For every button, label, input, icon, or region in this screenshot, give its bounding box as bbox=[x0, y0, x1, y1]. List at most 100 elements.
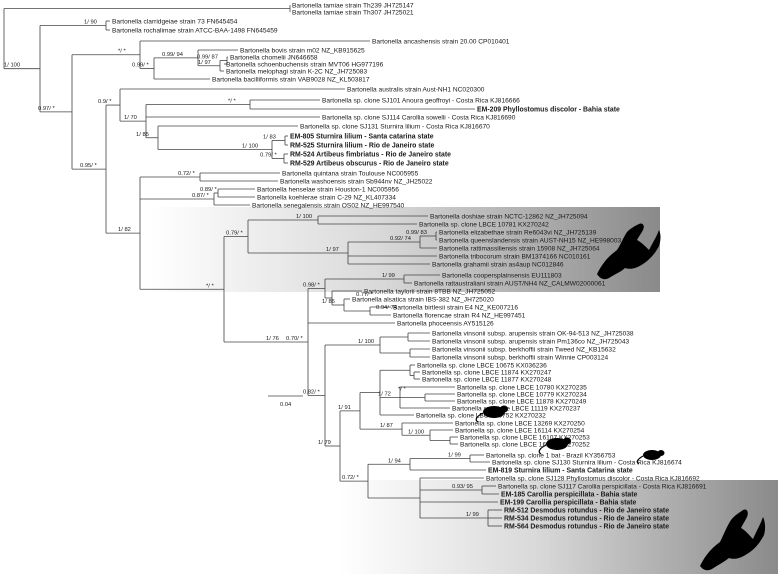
taxon-label: RM-512 Desmodus rotundus - Rio de Janeir… bbox=[504, 507, 669, 514]
support-value: 1/ 94 bbox=[388, 458, 402, 464]
taxon-label: Bartonella sp. clone LBCE 10781 KX270242 bbox=[419, 221, 549, 228]
taxon-label: Bartonella elizabethae strain Re6043vi N… bbox=[439, 229, 597, 236]
taxon-label: Bartonella coopersplainsensis EU111803 bbox=[442, 272, 562, 279]
taxon-label: Bartonella tamiae strain Th307 JH725021 bbox=[292, 9, 414, 16]
support-value: 1/ 82 bbox=[118, 227, 131, 233]
support-value: 0.97/ * bbox=[38, 106, 56, 112]
taxon-label: Bartonella sp. clone SJ117 Carollia pers… bbox=[498, 483, 707, 490]
support-value: 0.70/ * bbox=[286, 336, 304, 342]
support-value: 0.93/ 95 bbox=[452, 484, 473, 490]
taxon-label: Bartonella alsatica strain IBS-382 NZ_JH… bbox=[352, 296, 494, 303]
support-value: 1/ 100 bbox=[296, 214, 312, 220]
taxon-label: Bartonella tribocorum strain BM1374166 N… bbox=[439, 253, 591, 260]
taxon-label: Bartonella sp. clone LBCE 11874 KX270247 bbox=[422, 369, 552, 376]
taxon-label: Bartonella florencae strain R4 NZ_HE9974… bbox=[393, 312, 526, 319]
taxon-label: Bartonella sp. clone 1 bat - Brazil KY35… bbox=[486, 452, 616, 459]
taxon-label: Bartonella vinsonii subsp. arupensis str… bbox=[432, 338, 630, 345]
taxon-label: EM-805 Sturnira lilium - Santa catarina … bbox=[290, 133, 434, 140]
bat-icon bbox=[597, 223, 661, 280]
support-value: 1/ 100 bbox=[408, 429, 424, 435]
support-value: */ * bbox=[398, 387, 406, 393]
taxon-label: Bartonella sp. clone SJ101 Anoura geoffr… bbox=[322, 97, 520, 104]
tree-labels: Bartonella tamiae strain Th239 JH725147B… bbox=[112, 2, 707, 530]
support-value: 1/ 100 bbox=[242, 144, 258, 150]
rodent-icon bbox=[636, 450, 665, 465]
taxon-label: Bartonella taylorii strain 8TBB NZ_JH725… bbox=[364, 288, 496, 295]
taxon-label: Bartonella senegalensis strain OS02 NZ_H… bbox=[252, 202, 404, 209]
rodent-icon bbox=[475, 405, 508, 423]
taxon-label: Bartonella bacilliformis strain VAB9028 … bbox=[212, 76, 370, 83]
support-value: 1/ 90 bbox=[84, 20, 97, 26]
taxon-label: Bartonella sp. clone LBCE 13269 KX270250 bbox=[455, 420, 585, 427]
taxon-label: Bartonella washoensis strain Sb944nv NZ_… bbox=[280, 178, 433, 185]
taxon-label: Bartonella sp. clone LBCE 11877 KX270248 bbox=[422, 376, 552, 383]
taxon-label: Bartonella vinsonii subsp. berkhoffii st… bbox=[432, 346, 616, 353]
support-value: 1/ 99 bbox=[466, 512, 479, 518]
support-value: 0.72/ * bbox=[178, 171, 196, 177]
taxon-label: Bartonella vinsonii subsp. berkhoffii st… bbox=[432, 354, 609, 361]
support-value: 0.92/ 74 bbox=[390, 236, 412, 242]
taxon-label: Bartonella schoenbuchensis strain MVT06 … bbox=[226, 61, 384, 68]
taxon-label: Bartonella henselae strain Houston-1 NC0… bbox=[257, 186, 399, 193]
taxon-label: Bartonella clarridgeiae strain 73 FN6454… bbox=[112, 18, 238, 25]
taxon-label: Bartonella sp. clone LBCE 11119 KX270237 bbox=[452, 405, 581, 412]
taxon-label: EM-819 Sturnira lilium - Santa Catarina … bbox=[488, 467, 633, 474]
taxon-label: EM-209 Phyllostomus discolor - Bahia sta… bbox=[477, 106, 620, 113]
tree-branches bbox=[3, 5, 502, 527]
support-value: 1/ 76 bbox=[266, 336, 279, 342]
support-value: 1/ 97 bbox=[198, 60, 211, 66]
taxon-label: Bartonella vinsonii subsp. arupensis str… bbox=[432, 330, 634, 337]
taxon-label: RM-524 Artibeus fimbriatus - Rio de Jane… bbox=[290, 151, 451, 158]
taxon-label: Bartonella sp. clone SJ131 Sturnira lili… bbox=[300, 123, 490, 130]
support-value: 1/ 99 bbox=[382, 273, 395, 279]
taxon-label: Bartonella koehlerae strain C-29 NZ_KL40… bbox=[257, 194, 396, 201]
support-value: 0.99/ 94 bbox=[162, 52, 184, 58]
bat-icon bbox=[700, 509, 766, 571]
taxon-label: Bartonella sp. clone SJ114 Carollia sowe… bbox=[322, 114, 516, 121]
taxon-label: Bartonella tamiae strain Th239 JH725147 bbox=[292, 2, 414, 9]
support-value: 1/ 99 bbox=[448, 453, 461, 459]
taxon-label: Bartonella sp. clone LBCE 10780 KX270235 bbox=[457, 384, 587, 391]
taxon-label: Bartonella bovis strain m02 NZ_KB915625 bbox=[240, 47, 365, 54]
support-value: 0.94/ 74 bbox=[376, 305, 398, 311]
taxon-label: Bartonella rattaustraliani strain AUST/N… bbox=[414, 280, 606, 287]
rodent-icon bbox=[538, 437, 571, 455]
support-value: 0.99/ 87 bbox=[197, 55, 218, 61]
taxon-label: Bartonella australis strain Aust-NH1 NC0… bbox=[347, 86, 485, 93]
taxon-label: RM-529 Artibeus obscurus - Rio de Janeir… bbox=[290, 160, 449, 167]
taxon-label: Bartonella sp. clone LBCE 10779 KX270234 bbox=[457, 391, 587, 398]
taxon-label: Bartonella quintana strain Toulouse NC00… bbox=[282, 170, 419, 177]
support-value: 0.9/ * bbox=[98, 99, 112, 105]
support-value: 1/ 97 bbox=[326, 247, 339, 253]
taxon-label: RM-534 Desmodus rotundus - Rio de Janeir… bbox=[504, 515, 669, 522]
taxon-label: Bartonella grahamii strain as4aup NC0128… bbox=[432, 261, 564, 268]
taxon-label: Bartonella phoceensis AY515126 bbox=[397, 320, 494, 327]
taxon-label: Bartonella queenslandensis strain AUST-N… bbox=[439, 237, 621, 244]
support-values: 1/ 900.99/ 871/ 970.99/ 940.99/ **/ **/ … bbox=[4, 20, 479, 519]
support-value: 0.82/ * bbox=[303, 390, 321, 396]
taxon-label: Bartonella sp. clone SJ128 Phyllostomus … bbox=[486, 475, 700, 482]
support-value: 1/ 85 bbox=[136, 132, 149, 138]
support-value: */ * bbox=[206, 283, 214, 289]
support-value: */ * bbox=[228, 99, 236, 105]
taxon-label: Bartonella sp. clone LBCE 16102 KX270252 bbox=[460, 441, 590, 448]
support-value: 0.77/ * bbox=[356, 292, 374, 298]
support-value: 0.98/ * bbox=[303, 283, 321, 289]
support-value: 1/ 85 bbox=[322, 299, 335, 305]
taxon-label: Bartonella sp. clone LBCE 16107 KX270253 bbox=[460, 434, 590, 441]
support-value: 1/ 100 bbox=[4, 63, 20, 69]
support-value: 0.79/ * bbox=[260, 153, 278, 159]
taxon-label: RM-525 Sturnira lilium - Rio de Janeiro … bbox=[290, 142, 435, 149]
support-value: 1/ 91 bbox=[338, 405, 351, 411]
taxon-label: Bartonella sp. clone LBCE 10752 KX270232 bbox=[416, 412, 546, 419]
support-value: 1/ 100 bbox=[358, 339, 374, 345]
taxon-label: RM-564 Desmodus rotundus - Rio de Janeir… bbox=[504, 523, 669, 530]
taxon-label: Bartonella birtlesii strain E4 NZ_KE0072… bbox=[393, 304, 518, 311]
taxon-label: EM-185 Carollia perspicillata - Bahia st… bbox=[501, 491, 638, 498]
support-value: 0.95/ * bbox=[80, 163, 98, 169]
support-value: 0.72/ * bbox=[342, 475, 360, 481]
taxon-label: Bartonella rattimassiliensis strain 1590… bbox=[439, 245, 600, 252]
taxon-label: Bartonella doshiae strain NCTC-12862 NZ_… bbox=[430, 213, 588, 220]
taxon-label: EM-199 Carollia perspicillata - Bahia st… bbox=[500, 499, 637, 506]
